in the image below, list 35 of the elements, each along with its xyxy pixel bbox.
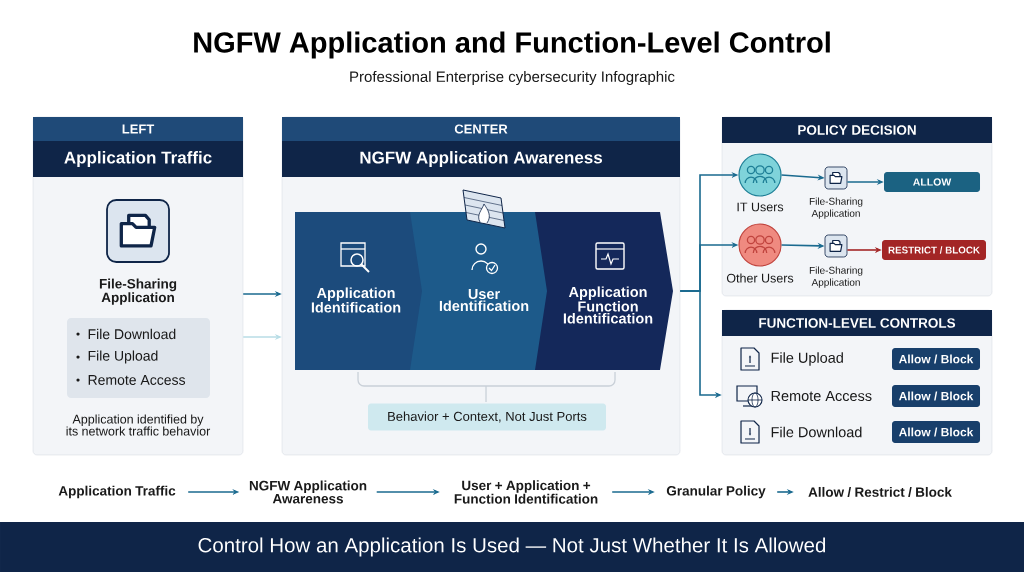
- list-item: Remote Access: [88, 375, 186, 385]
- decision-button: ALLOW: [884, 172, 980, 192]
- subtitle: Professional Enterprise cybersecurity Infographic: [350, 71, 675, 85]
- flow-step: Application Traffic: [58, 485, 176, 499]
- flow-step: Allow / Restrict / Block: [808, 486, 952, 497]
- step-label: Application Identification: [311, 287, 401, 313]
- decision-button: Allow / Block: [892, 385, 980, 407]
- footer-banner: Control How an Application Is Used — Not Just Whether It Is Allowed: [0, 522, 1024, 572]
- panel-header: FUNCTION-LEVEL CONTROLS: [722, 310, 992, 336]
- function-label: Remote Access: [771, 390, 872, 402]
- panel-header: LEFT: [33, 117, 243, 141]
- list-item: File Download: [88, 328, 176, 340]
- title: NGFW Application and Function-Level Control: [194, 31, 830, 59]
- group-label: IT Users: [737, 202, 784, 212]
- decision-button: Allow / Block: [892, 421, 980, 443]
- app-label: File-Sharing Application: [809, 197, 863, 219]
- panel-header: POLICY DECISION: [722, 117, 992, 143]
- group-label: Other Users: [726, 273, 794, 283]
- panel-header: NGFW Application Awareness: [282, 141, 680, 177]
- step-label: Application Function Identification: [563, 286, 653, 324]
- decision-button: Allow / Block: [892, 348, 980, 370]
- panel-header: Application Traffic: [33, 141, 243, 177]
- panel-note: Application identified by its network traffic behavior: [66, 414, 211, 436]
- flow-step: NGFW Application Awareness: [249, 480, 367, 504]
- app-label: File-Sharing Application: [809, 266, 863, 288]
- list-item: File Upload: [88, 350, 158, 364]
- flow-step: User + Application + Function Identification: [454, 480, 598, 504]
- function-label: File Upload: [771, 352, 843, 366]
- app-label: File-Sharing Application: [99, 278, 177, 305]
- function-label: File Download: [771, 426, 862, 438]
- summary-tag: Behavior + Context, Not Just Ports: [368, 403, 606, 431]
- flow-step: Granular Policy: [666, 485, 766, 499]
- step-label: User Identification: [439, 288, 529, 312]
- panel-header: CENTER: [282, 117, 680, 141]
- decision-button: RESTRICT / BLOCK: [882, 240, 986, 260]
